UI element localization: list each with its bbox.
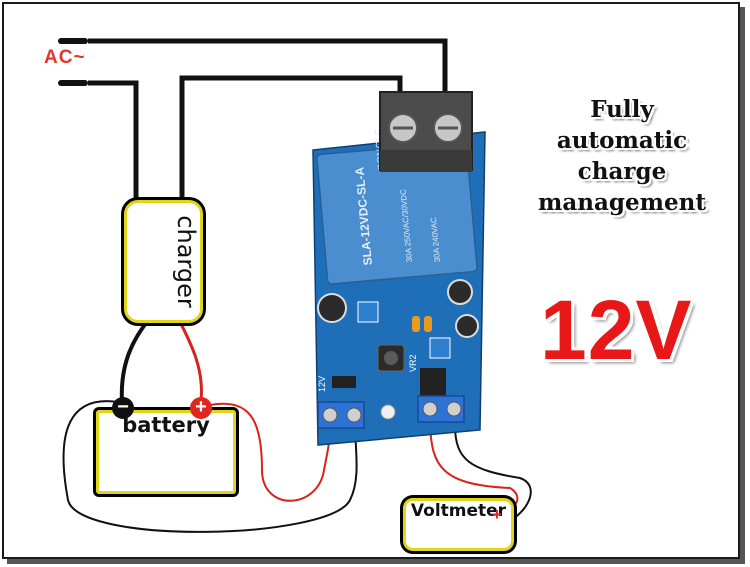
smd-cap-2 [424, 316, 432, 332]
wire-voltmeter-pos [429, 424, 519, 513]
charger-box: charger [124, 200, 203, 323]
wire-voltmeter-neg [454, 424, 532, 523]
wire-ac-top-to-terminal [88, 38, 448, 105]
wire-ac-bottom-to-charger [88, 80, 139, 200]
potentiometer-2 [429, 337, 451, 359]
pot-label: VR2 [408, 354, 418, 372]
battery-negative-terminal: − [112, 397, 134, 419]
diode [332, 376, 356, 388]
capacitor-left [317, 293, 347, 323]
voltmeter-box: Voltmeter [403, 498, 514, 551]
potentiometer-1 [357, 301, 379, 323]
wire-charger-pos-to-battery [176, 317, 203, 401]
input-voltage-label: 12V [317, 376, 327, 392]
voltmeter-output-terminal [417, 395, 465, 423]
power-screw-terminal [379, 91, 473, 172]
capacitor-right-top [447, 279, 473, 305]
ac-label: AC~ [44, 47, 86, 68]
wire-battery-neg-to-board [62, 400, 358, 533]
relay-module: SONGLE SLA-12VDC-SL-A 30A 250VAC/30VDC 3… [312, 91, 486, 446]
title-text: Fully automatic charge management [522, 94, 722, 218]
battery-box: battery [96, 410, 236, 494]
ac-prong-bottom [58, 80, 88, 86]
ac-prong-top [58, 38, 88, 44]
mounting-hole [380, 404, 396, 420]
relay-spec-text-2: 30A 240VAC [429, 217, 442, 263]
title-line-2: charge [577, 158, 667, 185]
battery-input-terminal [317, 401, 365, 429]
voltage-label: 12V [540, 283, 693, 377]
battery-positive-terminal: + [190, 397, 212, 419]
capacitor-right-bottom [455, 314, 479, 338]
regulator-chip [420, 368, 446, 396]
smd-cap-1 [412, 316, 420, 332]
voltmeter-label: Voltmeter [410, 501, 507, 521]
wire-charger-neg-to-battery [119, 316, 152, 403]
voltmeter-positive-mark: + [492, 505, 502, 524]
wire-battery-pos-to-board [209, 402, 331, 502]
charger-label: charger [172, 215, 200, 308]
title-line-3: management [538, 189, 706, 216]
title-line-1: Fully automatic [556, 96, 688, 154]
